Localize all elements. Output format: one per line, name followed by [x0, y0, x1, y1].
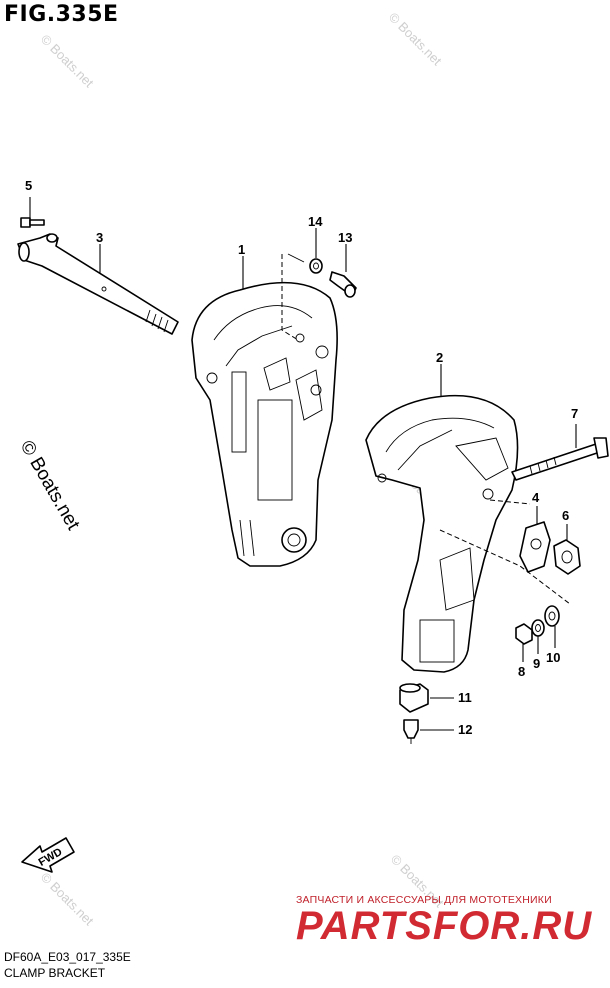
- callout-12[interactable]: 12: [458, 722, 472, 737]
- callout-3[interactable]: 3: [96, 230, 103, 245]
- part-12-screw[interactable]: [403, 719, 454, 744]
- part-3-clamp-shaft[interactable]: [17, 233, 179, 335]
- diagram-name: CLAMP BRACKET: [4, 966, 106, 980]
- watermark-bottom-left: © Boats.net: [38, 870, 97, 929]
- callout-13[interactable]: 13: [338, 230, 352, 245]
- callout-11[interactable]: 11: [458, 690, 472, 705]
- part-6-nut[interactable]: [553, 524, 581, 575]
- callout-4[interactable]: 4: [532, 490, 540, 505]
- callout-2[interactable]: 2: [436, 350, 443, 365]
- callout-8[interactable]: 8: [518, 664, 525, 679]
- callout-6[interactable]: 6: [562, 508, 569, 523]
- callout-14[interactable]: 14: [308, 214, 323, 229]
- watermark-top-right: © Boats.net: [386, 10, 445, 69]
- part-4-plate[interactable]: [519, 506, 551, 573]
- shop-tagline: ЗАПЧАСТИ И АКСЕССУАРЫ ДЛЯ МОТОТЕХНИКИ: [296, 894, 552, 906]
- part-7-bolt[interactable]: [511, 424, 609, 481]
- part-9-washer[interactable]: [531, 619, 545, 654]
- callout-5[interactable]: 5: [25, 178, 32, 193]
- part-1-clamp-bracket-left[interactable]: [191, 253, 338, 567]
- part-2-clamp-bracket-right[interactable]: [365, 364, 571, 673]
- callout-1[interactable]: 1: [238, 242, 245, 257]
- watermark-top-left: © Boats.net: [38, 32, 97, 91]
- callout-9[interactable]: 9: [533, 656, 540, 671]
- shop-logo[interactable]: PARTSFOR.RU: [296, 904, 593, 948]
- callout-7[interactable]: 7: [571, 406, 578, 421]
- diagram-code: DF60A_E03_017_335E: [4, 950, 131, 964]
- fwd-arrow-icon: FWD: [21, 837, 75, 873]
- part-10-washer[interactable]: [544, 605, 560, 648]
- watermark-large: © Boats.net: [16, 437, 84, 534]
- part-8-nut[interactable]: [515, 623, 533, 662]
- callout-10[interactable]: 10: [546, 650, 560, 665]
- figure-title: FIG.335E: [4, 2, 119, 27]
- part-11-block[interactable]: [399, 683, 454, 713]
- part-13-bolt[interactable]: [329, 244, 357, 298]
- part-5-bolt[interactable]: [20, 197, 45, 228]
- part-14-washer[interactable]: [309, 228, 323, 274]
